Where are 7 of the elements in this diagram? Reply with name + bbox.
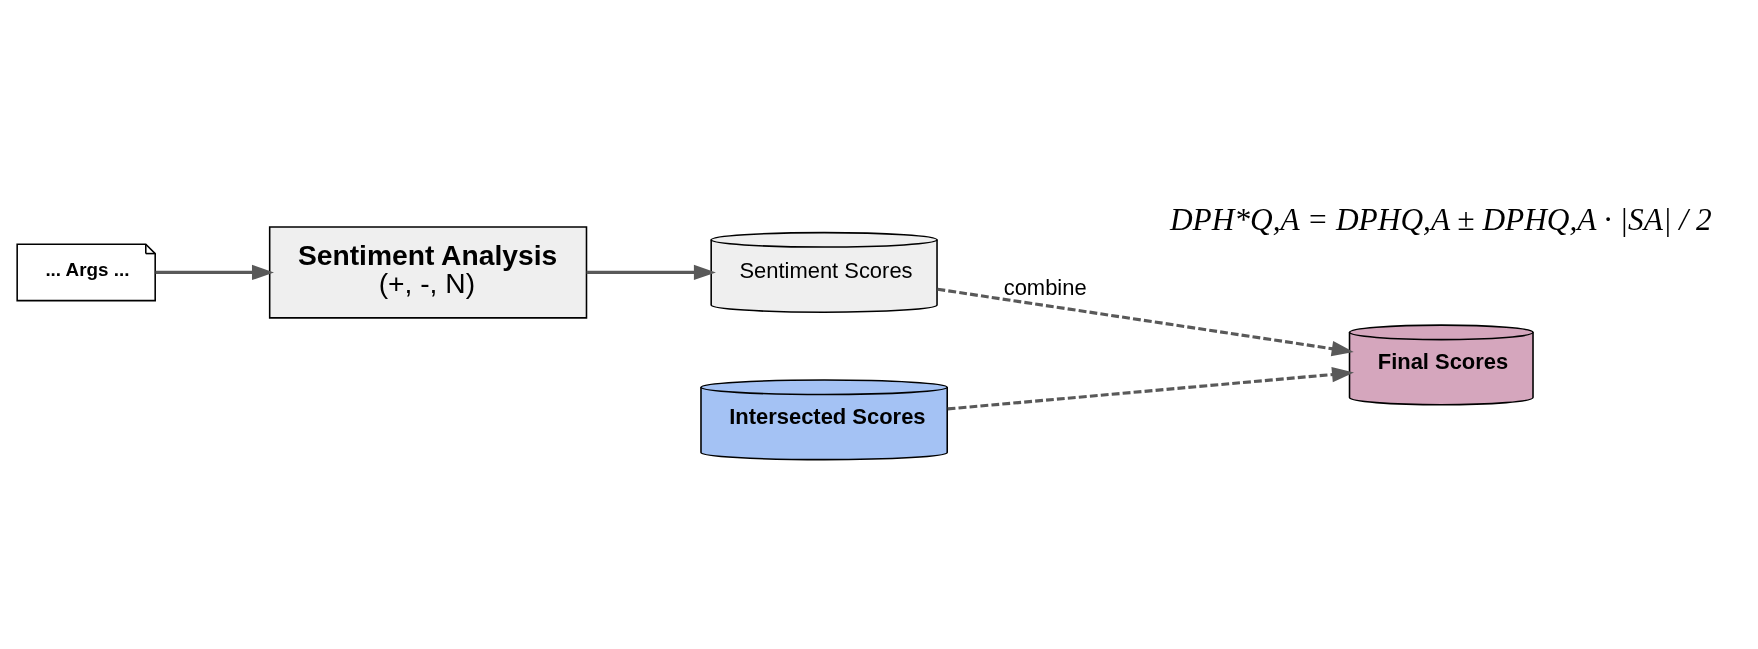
arrow	[947, 366, 1354, 411]
edge-label: combine	[1003, 274, 1087, 300]
arrow	[155, 264, 274, 281]
label: DPH*Q,A = DPHQ,A ± DPHQ,A · |SA| / 2	[1169, 202, 1712, 238]
node-box: Sentiment Analysis (+, -, N)	[268, 226, 588, 319]
arrow	[586, 264, 716, 281]
arrow	[937, 287, 1354, 357]
